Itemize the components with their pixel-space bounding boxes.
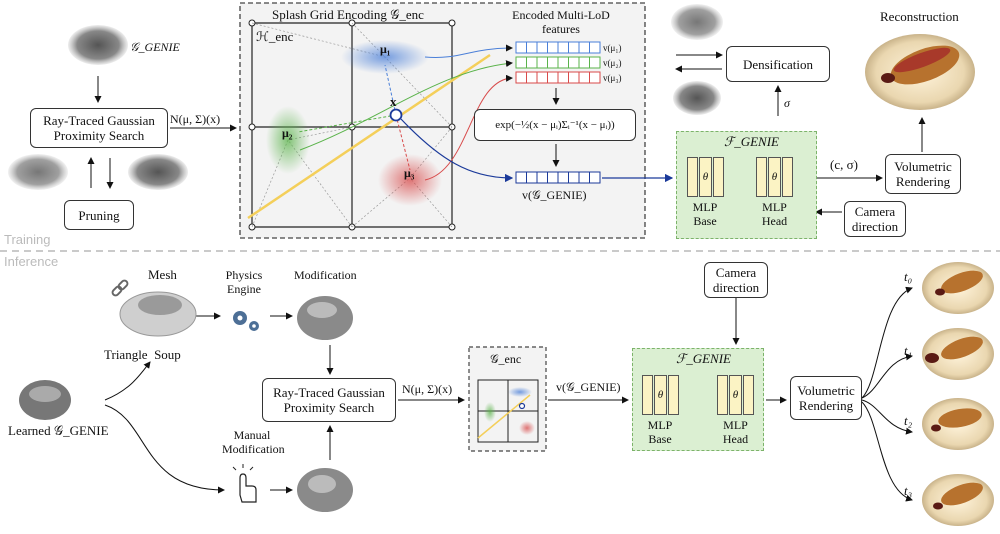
lod-title: Encoded Multi-LoD features xyxy=(512,8,610,36)
h-enc-label: ℋ_enc xyxy=(256,29,294,44)
raytrace-box-inference: Ray-Traced Gaussian Proximity Search xyxy=(262,378,396,422)
c-sigma-label: (c, σ) xyxy=(830,157,858,172)
physics-engine-label: Physics Engine xyxy=(225,268,263,296)
x-label: x xyxy=(390,94,397,109)
modification-label: Modification xyxy=(294,268,357,282)
t2-label: t₂ xyxy=(904,413,913,428)
gears-icon xyxy=(233,311,259,331)
point-cloud-top-image xyxy=(68,25,128,65)
triangle-soup-label: Triangle Soup xyxy=(104,347,181,362)
t1-label: t₁ xyxy=(904,343,913,358)
n-mu-sigma-label-inference: N(μ, Σ)(x) xyxy=(402,382,453,396)
densification-bottom-image xyxy=(673,81,721,115)
n-mu-sigma-label-training: N(μ, Σ)(x) xyxy=(170,112,221,126)
manual-modification-label: Manual Modification xyxy=(222,428,285,456)
theta-head-inference: θ xyxy=(729,375,742,415)
mesh-image xyxy=(119,291,197,337)
learned-genie-label: Learned 𝒢_GENIE xyxy=(8,423,109,438)
sigma-label: σ xyxy=(784,96,790,110)
volumetric-box-inference: Volumetric Rendering xyxy=(790,376,862,420)
theta-base-training: θ xyxy=(699,157,712,197)
densification-top-image xyxy=(671,4,723,40)
sample-point xyxy=(389,108,403,122)
gaussian-red xyxy=(378,154,442,206)
theta-head-training: θ xyxy=(768,157,781,197)
mu3-label: μ₃ xyxy=(404,166,415,180)
raytrace-box-training: Ray-Traced Gaussian Proximity Search xyxy=(30,108,168,148)
render-t3-image xyxy=(922,474,994,526)
mlp-base-label-training: MLP Base xyxy=(692,200,718,228)
f-genie-label-inference: ℱ_GENIE xyxy=(676,351,731,366)
render-t2-image xyxy=(922,398,994,450)
gaussian-green xyxy=(266,106,310,174)
camera-box-training: Camera direction xyxy=(844,201,906,237)
exp-formula-box: exp(−½(x − μᵢ)Σᵢ⁻¹(x − μᵢ)) xyxy=(474,109,636,141)
mlp-base-label-inference: MLP Base xyxy=(647,418,673,446)
modification-image xyxy=(297,296,353,340)
training-section-label: Training xyxy=(4,232,51,247)
genie-label: 𝒢_GENIE xyxy=(130,40,180,54)
point-cloud-right-image xyxy=(128,154,188,190)
mlp-head-label-inference: MLP Head xyxy=(722,418,749,446)
camera-box-inference: Camera direction xyxy=(704,262,768,298)
pruning-box: Pruning xyxy=(64,200,134,230)
v-genie-label-training: v(𝒢_GENIE) xyxy=(522,188,587,202)
splash-grid-title: Splash Grid Encoding 𝒢_enc xyxy=(272,7,424,22)
point-cloud-left-image xyxy=(8,154,68,190)
t3-label: t₃ xyxy=(904,483,913,498)
inference-section-label: Inference xyxy=(4,254,59,269)
render-t0-image xyxy=(922,262,994,314)
v-genie-label-inference: v(𝒢_GENIE) xyxy=(556,380,621,394)
manual-modification-image xyxy=(297,468,353,512)
chain-link-icon xyxy=(111,279,129,297)
mlp-head-label-training: MLP Head xyxy=(761,200,788,228)
theta-base-inference: θ xyxy=(654,375,667,415)
ray-line xyxy=(247,53,491,220)
v-mu2-label: v(μ₂) xyxy=(603,58,622,68)
v-mu3-label: v(μ₃) xyxy=(603,73,622,83)
render-t1-image xyxy=(922,328,994,380)
gaussian-blue xyxy=(341,40,429,74)
densification-box: Densification xyxy=(726,46,830,82)
feature-vector-blue xyxy=(515,41,601,54)
volumetric-box-training: Volumetric Rendering xyxy=(885,154,961,194)
mu2-label: μ₂ xyxy=(282,126,293,140)
f-genie-label-training: ℱ_GENIE xyxy=(724,134,779,149)
mu1-label: μ₁ xyxy=(380,42,391,56)
feature-vector-red xyxy=(515,71,601,84)
learned-genie-image xyxy=(19,380,71,420)
reconstruction-label: Reconstruction xyxy=(880,9,959,24)
feature-vector-green xyxy=(515,56,601,69)
pointer-hand-icon xyxy=(232,464,257,503)
feature-vector-combined xyxy=(515,171,601,184)
t0-label: t₀ xyxy=(904,269,913,284)
g-enc-label: 𝒢_enc xyxy=(490,352,522,366)
f-genie-panel-inference xyxy=(632,348,764,451)
mesh-label: Mesh xyxy=(148,267,177,282)
reconstruction-image xyxy=(865,34,975,110)
v-mu1-label: v(μ₁) xyxy=(603,43,622,53)
